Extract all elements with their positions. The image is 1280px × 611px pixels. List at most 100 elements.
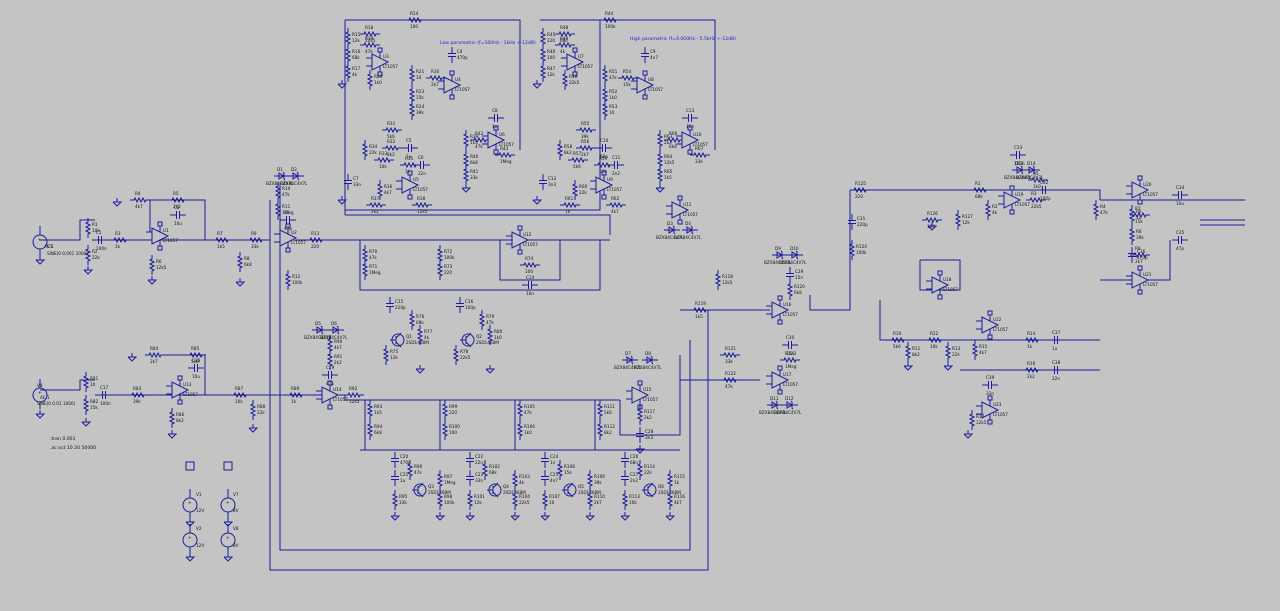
source-v2-name: V2 — [196, 526, 202, 531]
resistor-name: R115 — [674, 474, 685, 479]
high-parametric-note: High parametric (f=4.000Hz - 5.5kHz +-12… — [630, 36, 736, 42]
ground-symbol — [185, 553, 196, 562]
resistor-name: R111 — [604, 404, 615, 409]
resistor-name: R48 — [560, 25, 569, 30]
resistor-value: 1k — [115, 244, 121, 249]
resistor-name: R71 — [369, 264, 378, 269]
diode-name: D6 — [331, 321, 337, 326]
resistor-value: 100 — [410, 24, 418, 29]
ac-directive: .ac oct 10 20 50000 — [50, 445, 96, 451]
plus-sign: + — [38, 390, 42, 395]
capacitor-value: 47p — [284, 226, 292, 231]
resistor-value: 6k8 — [470, 160, 478, 165]
resistor-value: 1k5 — [217, 244, 225, 249]
resistor-name: R94 — [374, 424, 383, 429]
resistor-value: 2k2 — [664, 140, 672, 145]
diode-part: BZX84C4V7L — [266, 181, 294, 186]
resistor-name: R34 — [369, 144, 378, 149]
resistor-name: R3 — [115, 231, 121, 236]
resistor-name: R74 — [525, 256, 534, 261]
opamp-name: U8 — [648, 77, 654, 82]
resistor-name: R6 — [1136, 209, 1142, 214]
resistor-name: R9 — [251, 231, 257, 236]
resistor-value: 22k — [952, 352, 960, 357]
resistor-value: 4k7 — [135, 204, 143, 209]
capacitor-name: C35 — [1176, 230, 1185, 235]
resistor-value: 5k6 — [191, 359, 199, 364]
resistor-name: R75 — [390, 349, 399, 354]
diode-name: D8 — [645, 351, 651, 356]
resistor-name: R37 — [371, 196, 380, 201]
resistor-name: R30 — [431, 69, 440, 74]
opamp-part: LT1057 — [333, 397, 348, 402]
capacitor-name: C10 — [600, 138, 609, 143]
resistor-value: 12k — [474, 500, 482, 505]
resistor-name: R12 — [930, 331, 939, 336]
resistor-value: 4k7 — [979, 350, 987, 355]
capacitor-name: C8 — [492, 108, 498, 113]
resistor-name: R62 — [611, 196, 620, 201]
ground-symbol — [435, 512, 446, 521]
opamp-part: LT1057 — [163, 238, 178, 243]
capacitor-value: 1n — [492, 124, 498, 129]
capacitor-value: 68n — [630, 460, 638, 465]
capacitor-value: 22n — [418, 171, 426, 176]
capacitor-name: C21 — [400, 472, 409, 477]
diode-part: BZX84C4V7L — [304, 335, 332, 340]
resistor-value: 47k — [609, 75, 617, 80]
resistor-name: R42 — [475, 131, 484, 136]
source-v2-value: 12V — [196, 543, 204, 548]
ground-symbol — [585, 512, 596, 521]
ground-symbol — [337, 196, 348, 205]
capacitor-value: 1u — [400, 478, 406, 483]
diode-name: D11 — [770, 396, 779, 401]
diode-part: BZX84C4V7L — [614, 365, 642, 370]
transistor-name: Q2 — [476, 334, 482, 339]
resistor-name: R118 — [722, 274, 733, 279]
diode-part: BZX84C4V7L — [280, 181, 308, 186]
resistor-value: 47k — [365, 49, 373, 54]
ground-symbol — [147, 276, 158, 285]
capacitor-value: 10u — [174, 221, 182, 226]
resistor-value: 4k — [560, 49, 566, 54]
opamp-name: U16 — [783, 302, 792, 307]
resistor-value: 22k5 — [365, 38, 376, 43]
resistor-name: R91 — [334, 354, 343, 359]
net-flag — [185, 461, 195, 471]
resistor-value: 12k5 — [156, 265, 167, 270]
capacitor-value: 1u — [406, 154, 412, 159]
resistor-name: R11 — [282, 204, 291, 209]
resistor-name: R14 — [1027, 331, 1036, 336]
resistor-value: 8k2 — [176, 418, 184, 423]
text-annotations: Low parametric (f=100Hz - 1kHz +-12dB) H… — [37, 36, 736, 548]
resistor-name: R72 — [444, 249, 453, 254]
resistor-value: 10 — [90, 382, 96, 387]
